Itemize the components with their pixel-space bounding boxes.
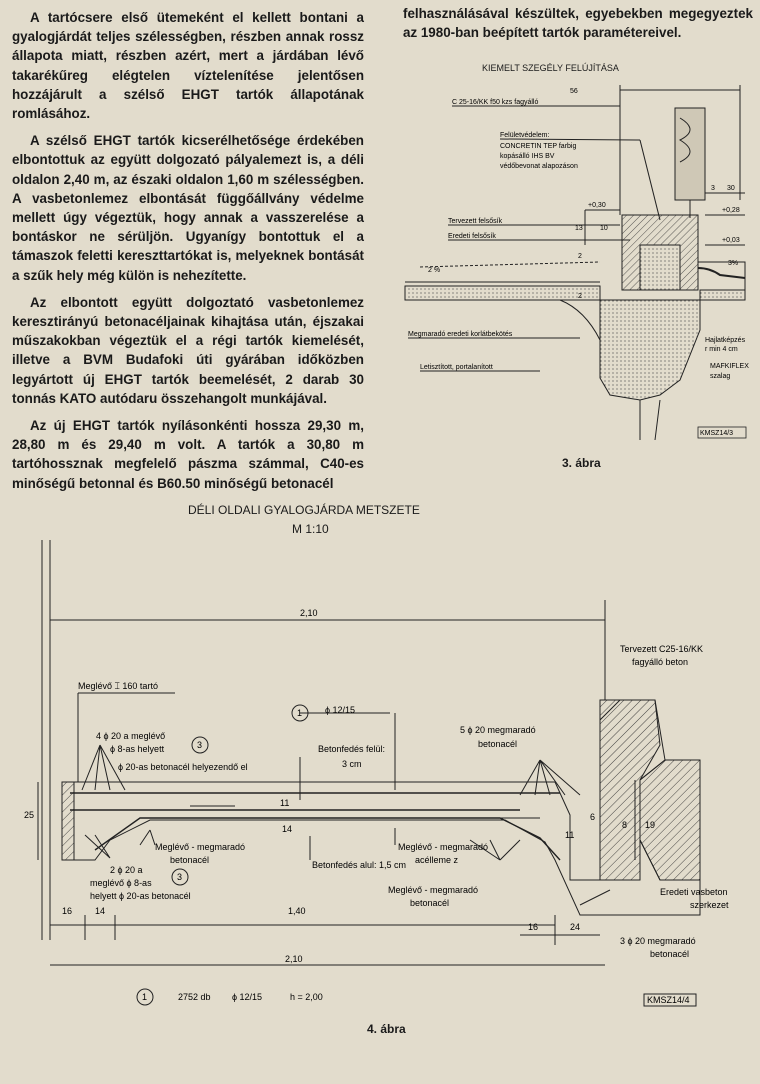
fig4-legend-circle: 1 <box>142 992 147 1002</box>
fig4-cover-top: 3 cm <box>342 759 362 769</box>
fig4-circle-3: 3 <box>177 872 182 882</box>
fig4-circle-3: 3 <box>197 740 202 750</box>
fig4-keep-label: betonacél <box>410 898 449 908</box>
fig3-protect-label: Felületvédelem: <box>500 132 549 139</box>
fig3-hollow-label: Hajlatképzés <box>705 337 746 344</box>
fig4-orig-label: szerkezet <box>690 900 729 910</box>
paragraph: Az új EHGT tartók nyílásonkénti hossza 2… <box>12 418 364 491</box>
fig4-legend-h: h = 2,00 <box>290 992 323 1002</box>
fig4-beam-label: Meglévő ⌶ 160 tartó <box>78 681 158 691</box>
fig4-bottom-bars: helyett ϕ 20-as betonacél <box>90 891 191 901</box>
fig4-three-bars: betonacél <box>650 949 689 959</box>
fig3-title: KIEMELT SZEGÉLY FELÚJÍTÁSA <box>482 63 619 73</box>
fig3-hollow-label: r min 4 cm <box>705 346 738 353</box>
fig4-dim-11b: 11 <box>565 830 574 840</box>
fig4-rebar-note: 4 ϕ 20 a meglévő <box>96 731 165 741</box>
paragraph: felhasználásával készültek, egyebekben m… <box>403 6 753 40</box>
fig4-cover-top: Betonfedés felül: <box>318 744 385 754</box>
fig4-three-bars: 3 ϕ 20 megmaradó <box>620 936 696 946</box>
fig3-planned-level: Tervezett felsősík <box>448 218 503 225</box>
fig4-orig-label: Eredeti vasbeton <box>660 887 728 897</box>
fig3-protect-label: védőbevonat alapozáson <box>500 163 578 170</box>
fig4-bottom-bars: meglévő ϕ 8-as <box>90 878 152 888</box>
fig4-circle-1: 1 <box>297 708 302 718</box>
fig4-title: DÉLI OLDALI GYALOGJÁRDA METSZETE <box>188 503 420 517</box>
fig4-dim-top: 2,10 <box>300 608 318 618</box>
article-text-left: A tartócsere első ütemeként el kellett b… <box>12 8 364 501</box>
fig3-keep-label: Megmaradó eredeti korlátbekötés <box>408 331 513 338</box>
fig3-level-030: +0,30 <box>588 202 606 209</box>
fig4-keep-label: acélleme z <box>415 855 459 865</box>
fig3-cut-label: Letisztított, portalanított <box>420 364 493 371</box>
fig4-dim-16b: 16 <box>528 922 538 932</box>
fig4-dim-140: 1,40 <box>288 906 306 916</box>
fig3-original-level: Eredeti felsősík <box>448 233 496 240</box>
fig3-mafki-label: MAFKIFLEX <box>710 363 749 370</box>
fig4-dim-8: 8 <box>622 820 627 830</box>
paragraph: A szélső EHGT tartók kicserélhetősége ér… <box>12 133 364 283</box>
article-text-right: felhasználásával készültek, egyebekben m… <box>403 4 753 42</box>
fig4-dim-14: 14 <box>95 906 105 916</box>
fig4-planned-label: fagyálló beton <box>632 657 688 667</box>
paragraph: A tartócsere első ütemeként el kellett b… <box>12 10 364 122</box>
fig4-legend-bar: ϕ 12/15 <box>232 992 262 1002</box>
fig4-rebar-note: ϕ 20-as betonacél helyezendő el <box>118 762 248 772</box>
fig3-dim-56: 56 <box>570 88 578 95</box>
fig3-protect-label: CONCRETIN TEP farbig <box>500 143 576 150</box>
fig3-dim-2: 2 <box>578 253 582 260</box>
paragraph: Az elbontott együtt dolgoztató vasbetonl… <box>12 294 364 406</box>
fig3-concrete-label: C 25-16/KK f50 kzs fagyálló <box>452 99 538 106</box>
fig4-five-bars: betonacél <box>478 739 517 749</box>
fig3-dim-2: 2 <box>578 293 582 300</box>
fig4-dim-11: 11 <box>280 798 289 808</box>
fig4-keep-label: Meglévő - megmaradó <box>398 842 488 852</box>
fig4-keep-label: Meglévő - megmaradó <box>388 885 478 895</box>
fig3-slope-2: 2 % <box>428 267 440 274</box>
fig3-dim-13: 13 <box>575 225 583 232</box>
fig4-rebar-note: ϕ 8-as helyett <box>110 744 165 754</box>
fig4-cover-bottom: Betonfedés alul: 1,5 cm <box>312 860 406 870</box>
fig4-dim-25: 25 <box>24 810 34 820</box>
fig4-five-bars: 5 ϕ 20 megmaradó <box>460 725 536 735</box>
fig4-dim-24: 24 <box>570 922 580 932</box>
fig4-dim-16: 16 <box>62 906 72 916</box>
fig3-dim-30: 30 <box>727 185 735 192</box>
fig4-legend-count: 2752 db <box>178 992 211 1002</box>
fig4-dim-19: 19 <box>645 820 655 830</box>
fig3-slope-3: 3% <box>728 260 738 267</box>
fig4-planned-label: Tervezett C25-16/KK <box>620 644 703 654</box>
fig4-caption: 4. ábra <box>367 1022 406 1036</box>
fig4-bar-label: ϕ 12/15 <box>325 705 355 715</box>
figure-3-drawing: 56 C 25-16/KK f50 kzs fagyálló Felületvé… <box>404 85 749 441</box>
fig3-mafki-label: szalag <box>710 373 730 380</box>
fig4-dim-bottom: 2,10 <box>285 954 303 964</box>
fig3-dim-3: 3 <box>711 185 715 192</box>
fig3-level-028: +0,28 <box>722 207 740 214</box>
fig4-keep-label: Meglévő - megmaradó <box>155 842 245 852</box>
fig4-keep-label: betonacél <box>170 855 209 865</box>
fig4-dim-14: 14 <box>282 824 292 834</box>
fig4-dim-6: 6 <box>590 812 595 822</box>
fig3-caption: 3. ábra <box>562 456 601 470</box>
fig3-code: KMSZ14/3 <box>700 430 733 437</box>
fig4-bottom-bars: 2 ϕ 20 a <box>110 865 143 875</box>
fig4-code: KMSZ14/4 <box>647 995 690 1005</box>
fig3-level-003: +0,03 <box>722 237 740 244</box>
fig3-protect-label: kopásálló IHS BV <box>500 153 555 160</box>
fig3-dim-10: 10 <box>600 225 608 232</box>
fig4-scale: M 1:10 <box>292 522 329 536</box>
